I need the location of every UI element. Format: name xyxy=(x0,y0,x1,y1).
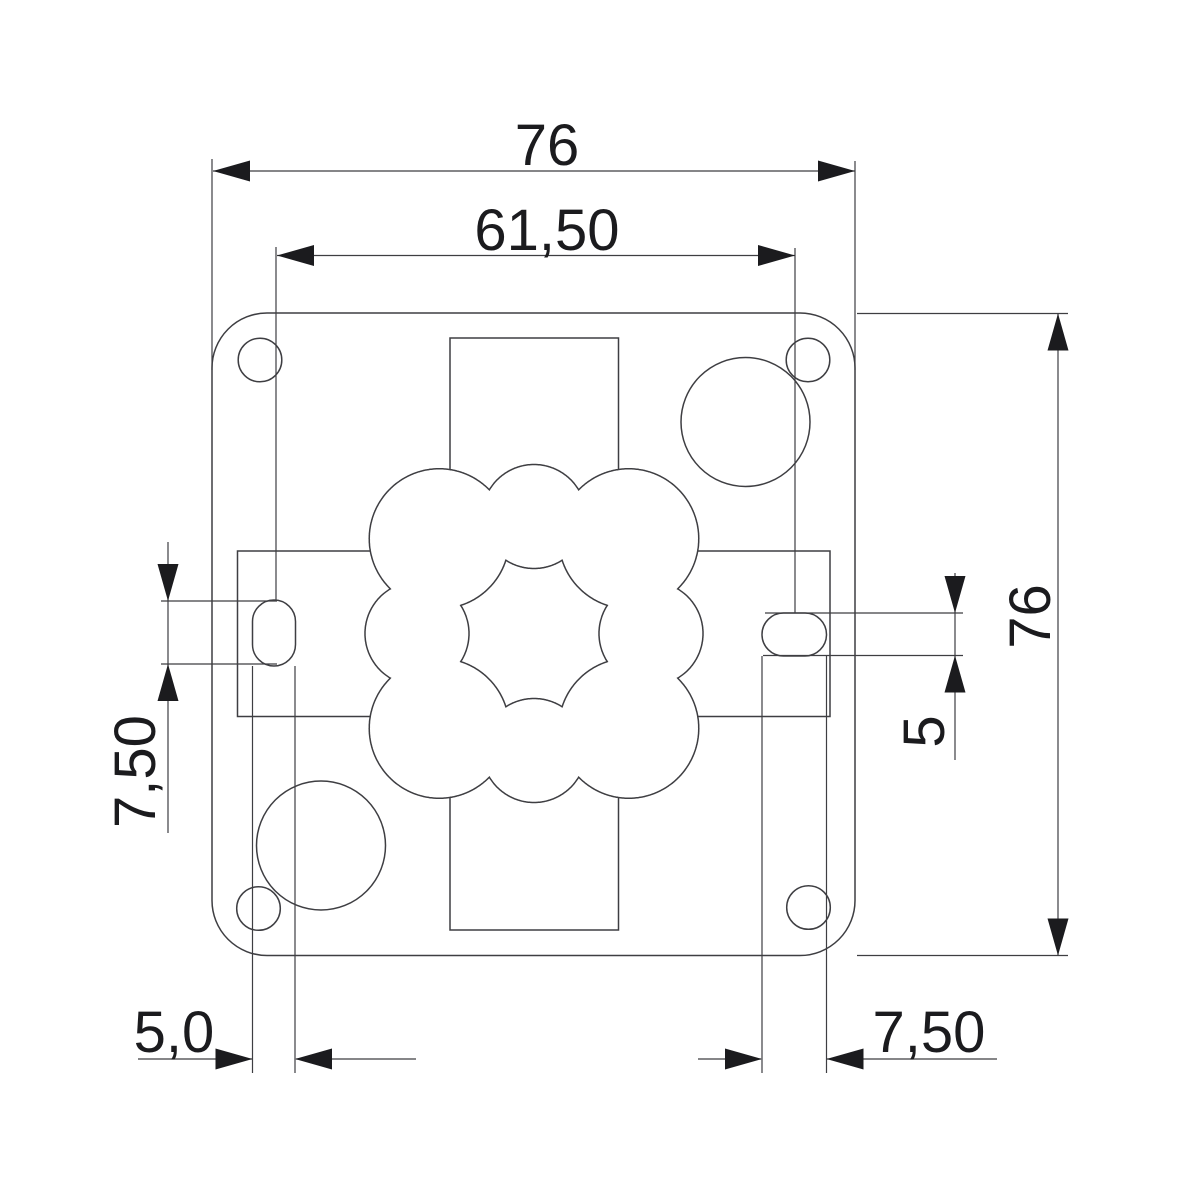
clearance-circle-top-right xyxy=(680,356,811,488)
arrowhead-right xyxy=(818,160,855,182)
plate-outline xyxy=(211,312,856,957)
dim-left-slot-height: 7,50 xyxy=(103,542,277,833)
arrowhead-right xyxy=(215,1048,253,1070)
corner-hole-top-right xyxy=(785,337,831,383)
arrowhead-left xyxy=(295,1048,332,1070)
arrowhead-down xyxy=(944,576,966,613)
dim-left-slot-width: 5,0 xyxy=(134,666,416,1073)
corner-hole-bottom-left xyxy=(235,885,282,932)
arrowhead-left xyxy=(826,1048,864,1070)
dim-slot-distance-label: 61,50 xyxy=(474,198,619,263)
arrowhead-right xyxy=(758,245,795,266)
dim-slot-center-distance: 61,50 xyxy=(275,198,796,613)
arrowhead-left xyxy=(213,160,250,182)
dim-overall-width-label: 76 xyxy=(515,113,580,178)
arrowhead-right xyxy=(725,1048,762,1070)
dim-right-slot-height-label: 5 xyxy=(892,715,957,747)
arrowhead-up xyxy=(1047,313,1069,351)
arrowhead-down xyxy=(1047,918,1069,956)
clearance-circle-bottom-left xyxy=(255,780,387,911)
dim-overall-height: 76 xyxy=(857,312,1069,957)
arrowhead-up xyxy=(157,664,179,701)
dim-overall-height-label: 76 xyxy=(998,584,1063,649)
slot-left-vertical xyxy=(251,599,297,667)
corner-hole-top-left xyxy=(237,337,283,383)
dim-right-slot-height: 5 xyxy=(763,573,966,760)
arrowhead-down xyxy=(157,564,179,601)
dim-left-slot-height-label: 7,50 xyxy=(103,715,168,828)
dim-right-slot-width-label: 7,50 xyxy=(873,1000,986,1065)
arrowhead-up xyxy=(944,655,966,693)
flower-inner-star xyxy=(459,559,609,708)
slot-right-horizontal xyxy=(761,612,828,657)
dim-right-slot-width: 7,50 xyxy=(698,656,997,1073)
corner-hole-bottom-right xyxy=(785,884,832,931)
dim-left-slot-width-label: 5,0 xyxy=(134,1000,215,1065)
arrowhead-left xyxy=(277,245,314,266)
dim-overall-width: 76 xyxy=(211,113,856,370)
